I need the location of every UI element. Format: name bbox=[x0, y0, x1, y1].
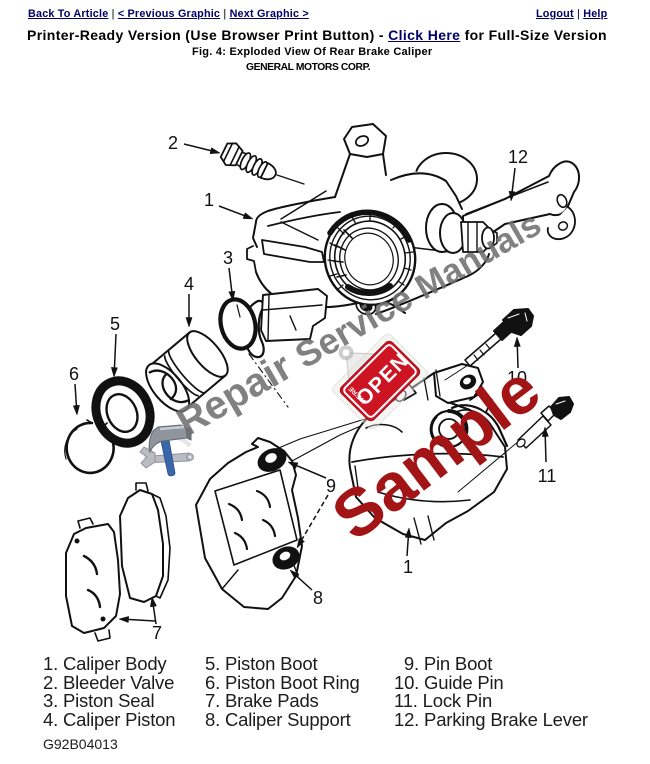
svg-text:9: 9 bbox=[326, 476, 336, 496]
svg-text:5: 5 bbox=[110, 314, 120, 334]
svg-text:4: 4 bbox=[184, 274, 194, 294]
svg-text:1: 1 bbox=[403, 557, 413, 577]
svg-text:2: 2 bbox=[168, 133, 178, 153]
svg-text:1: 1 bbox=[204, 190, 214, 210]
svg-text:6: 6 bbox=[69, 364, 79, 384]
svg-text:10: 10 bbox=[507, 368, 527, 388]
svg-text:7: 7 bbox=[152, 623, 162, 643]
svg-text:3: 3 bbox=[223, 248, 233, 268]
svg-text:11: 11 bbox=[538, 466, 557, 486]
svg-text:12: 12 bbox=[508, 147, 528, 167]
svg-text:8: 8 bbox=[313, 588, 323, 608]
